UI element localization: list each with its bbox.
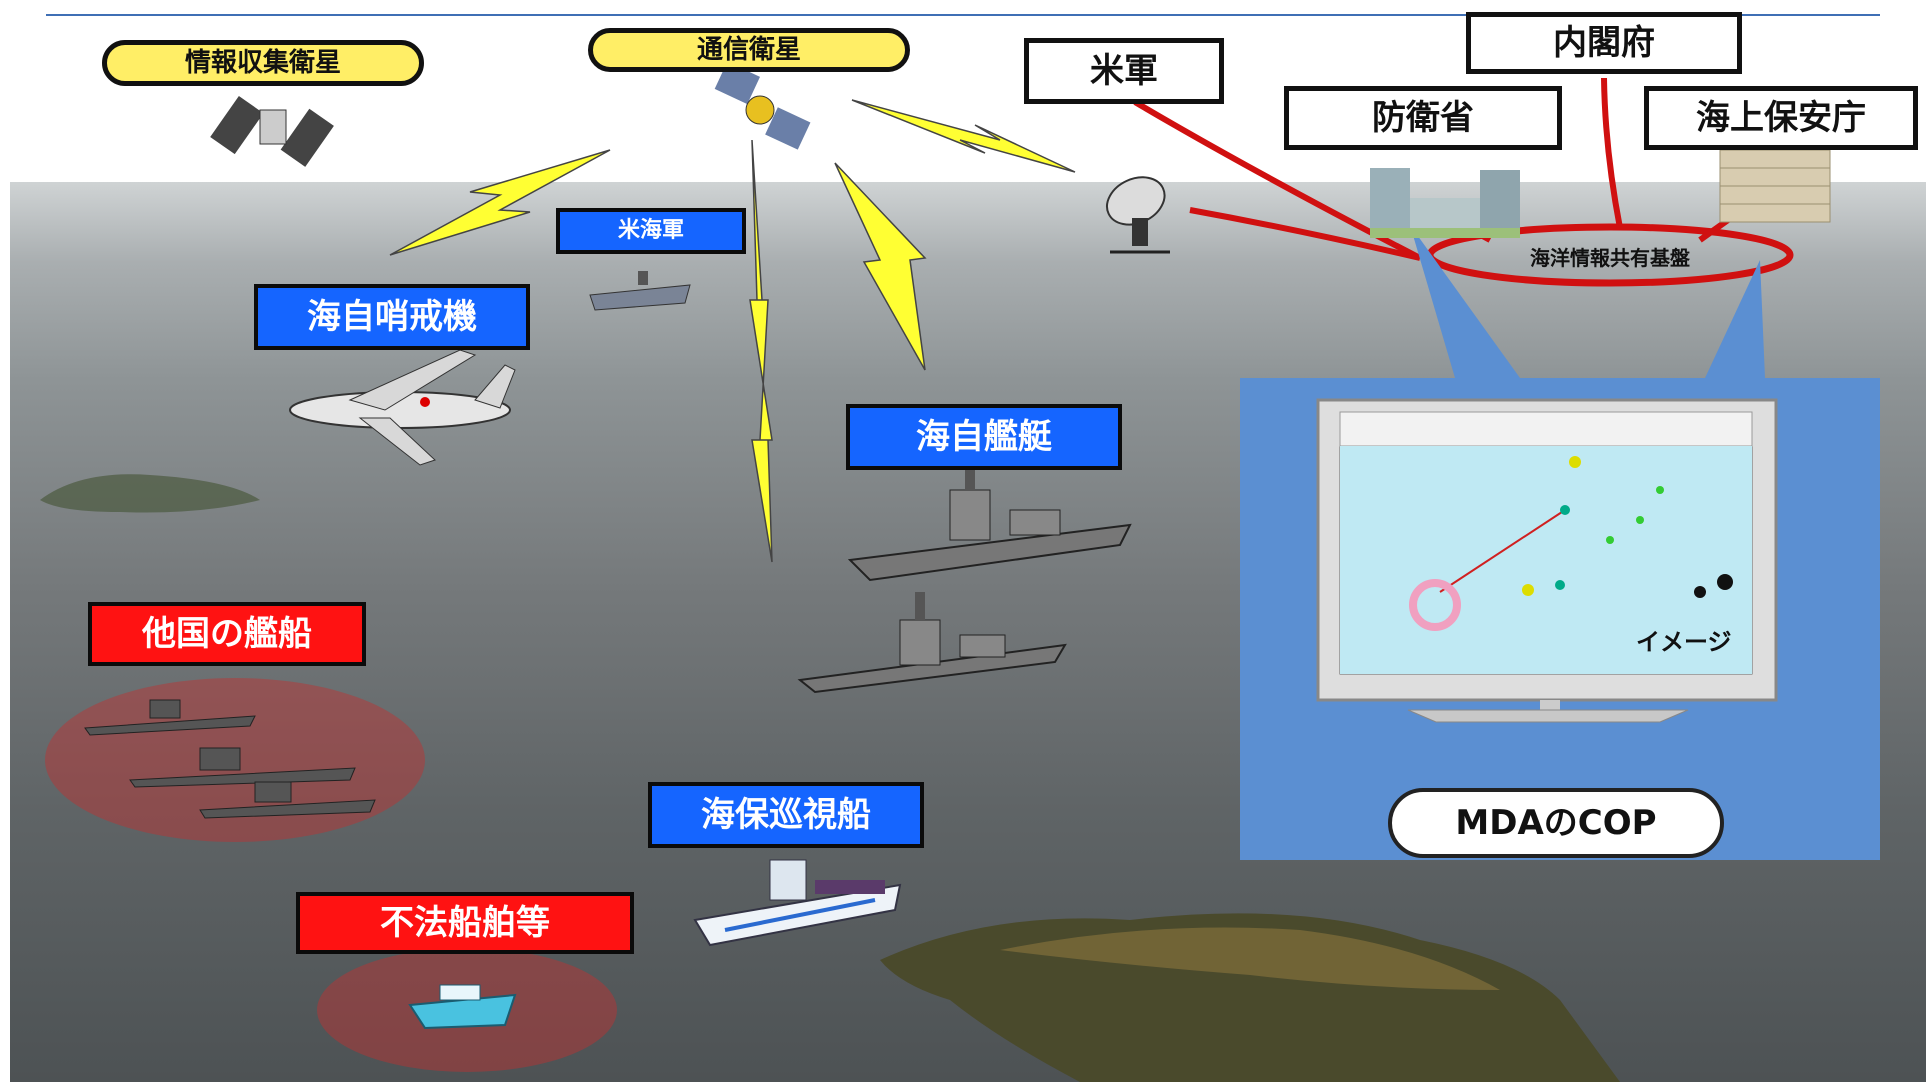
building-icon [1370,168,1520,238]
mda-cop-label: MDAのCOP [1388,788,1724,858]
monitor-icon [1316,398,1778,723]
island-large-highlight [1000,927,1500,990]
illegal-vessels-label: 不法船舶等 [296,892,634,954]
lightning-icon [851,99,1076,173]
info-platform-label: 海洋情報共有基盤 [1530,246,1690,270]
top-rule [46,14,1880,16]
defense-ministry-box: 防衛省 [1284,86,1562,150]
foreign-vessels-label: 他国の艦船 [88,602,366,666]
warship-icon [84,699,376,819]
us-navy-label: 米海軍 [556,208,746,254]
aircraft-icon [289,349,516,466]
jmsdf-aircraft-label: 海自哨戒機 [254,284,530,350]
satellite-icon [210,95,334,167]
info-satellite-label: 情報収集衛星 [102,40,424,86]
warship-icon [797,592,1067,694]
callout-connector [1410,225,1765,378]
coast-guard-box: 海上保安庁 [1644,86,1918,150]
link-antenna [1189,207,1421,261]
cabinet-office-box: 内閣府 [1466,12,1742,74]
boat-icon [408,984,517,1030]
comm-satellite-icon [714,61,811,150]
island-small [40,474,260,513]
jmsdf-vessels-label: 海自艦艇 [846,404,1122,470]
carrier-icon [589,271,691,311]
comm-satellite-label: 通信衛星 [588,28,910,72]
patrol-ship-icon [693,859,902,947]
lightning-icon [749,139,773,563]
lightning-icon [389,149,611,256]
lightning-icon [834,162,927,371]
link-cabinet [1601,77,1623,229]
jcg-patrol-label: 海保巡視船 [648,782,924,848]
parabolic-antenna-icon [1106,176,1170,254]
warship-icon [847,460,1132,582]
us-military-box: 米軍 [1024,38,1224,104]
building-icon [1719,149,1831,223]
lightning-bolts [389,99,1076,563]
image-note: イメージ [1636,628,1732,656]
